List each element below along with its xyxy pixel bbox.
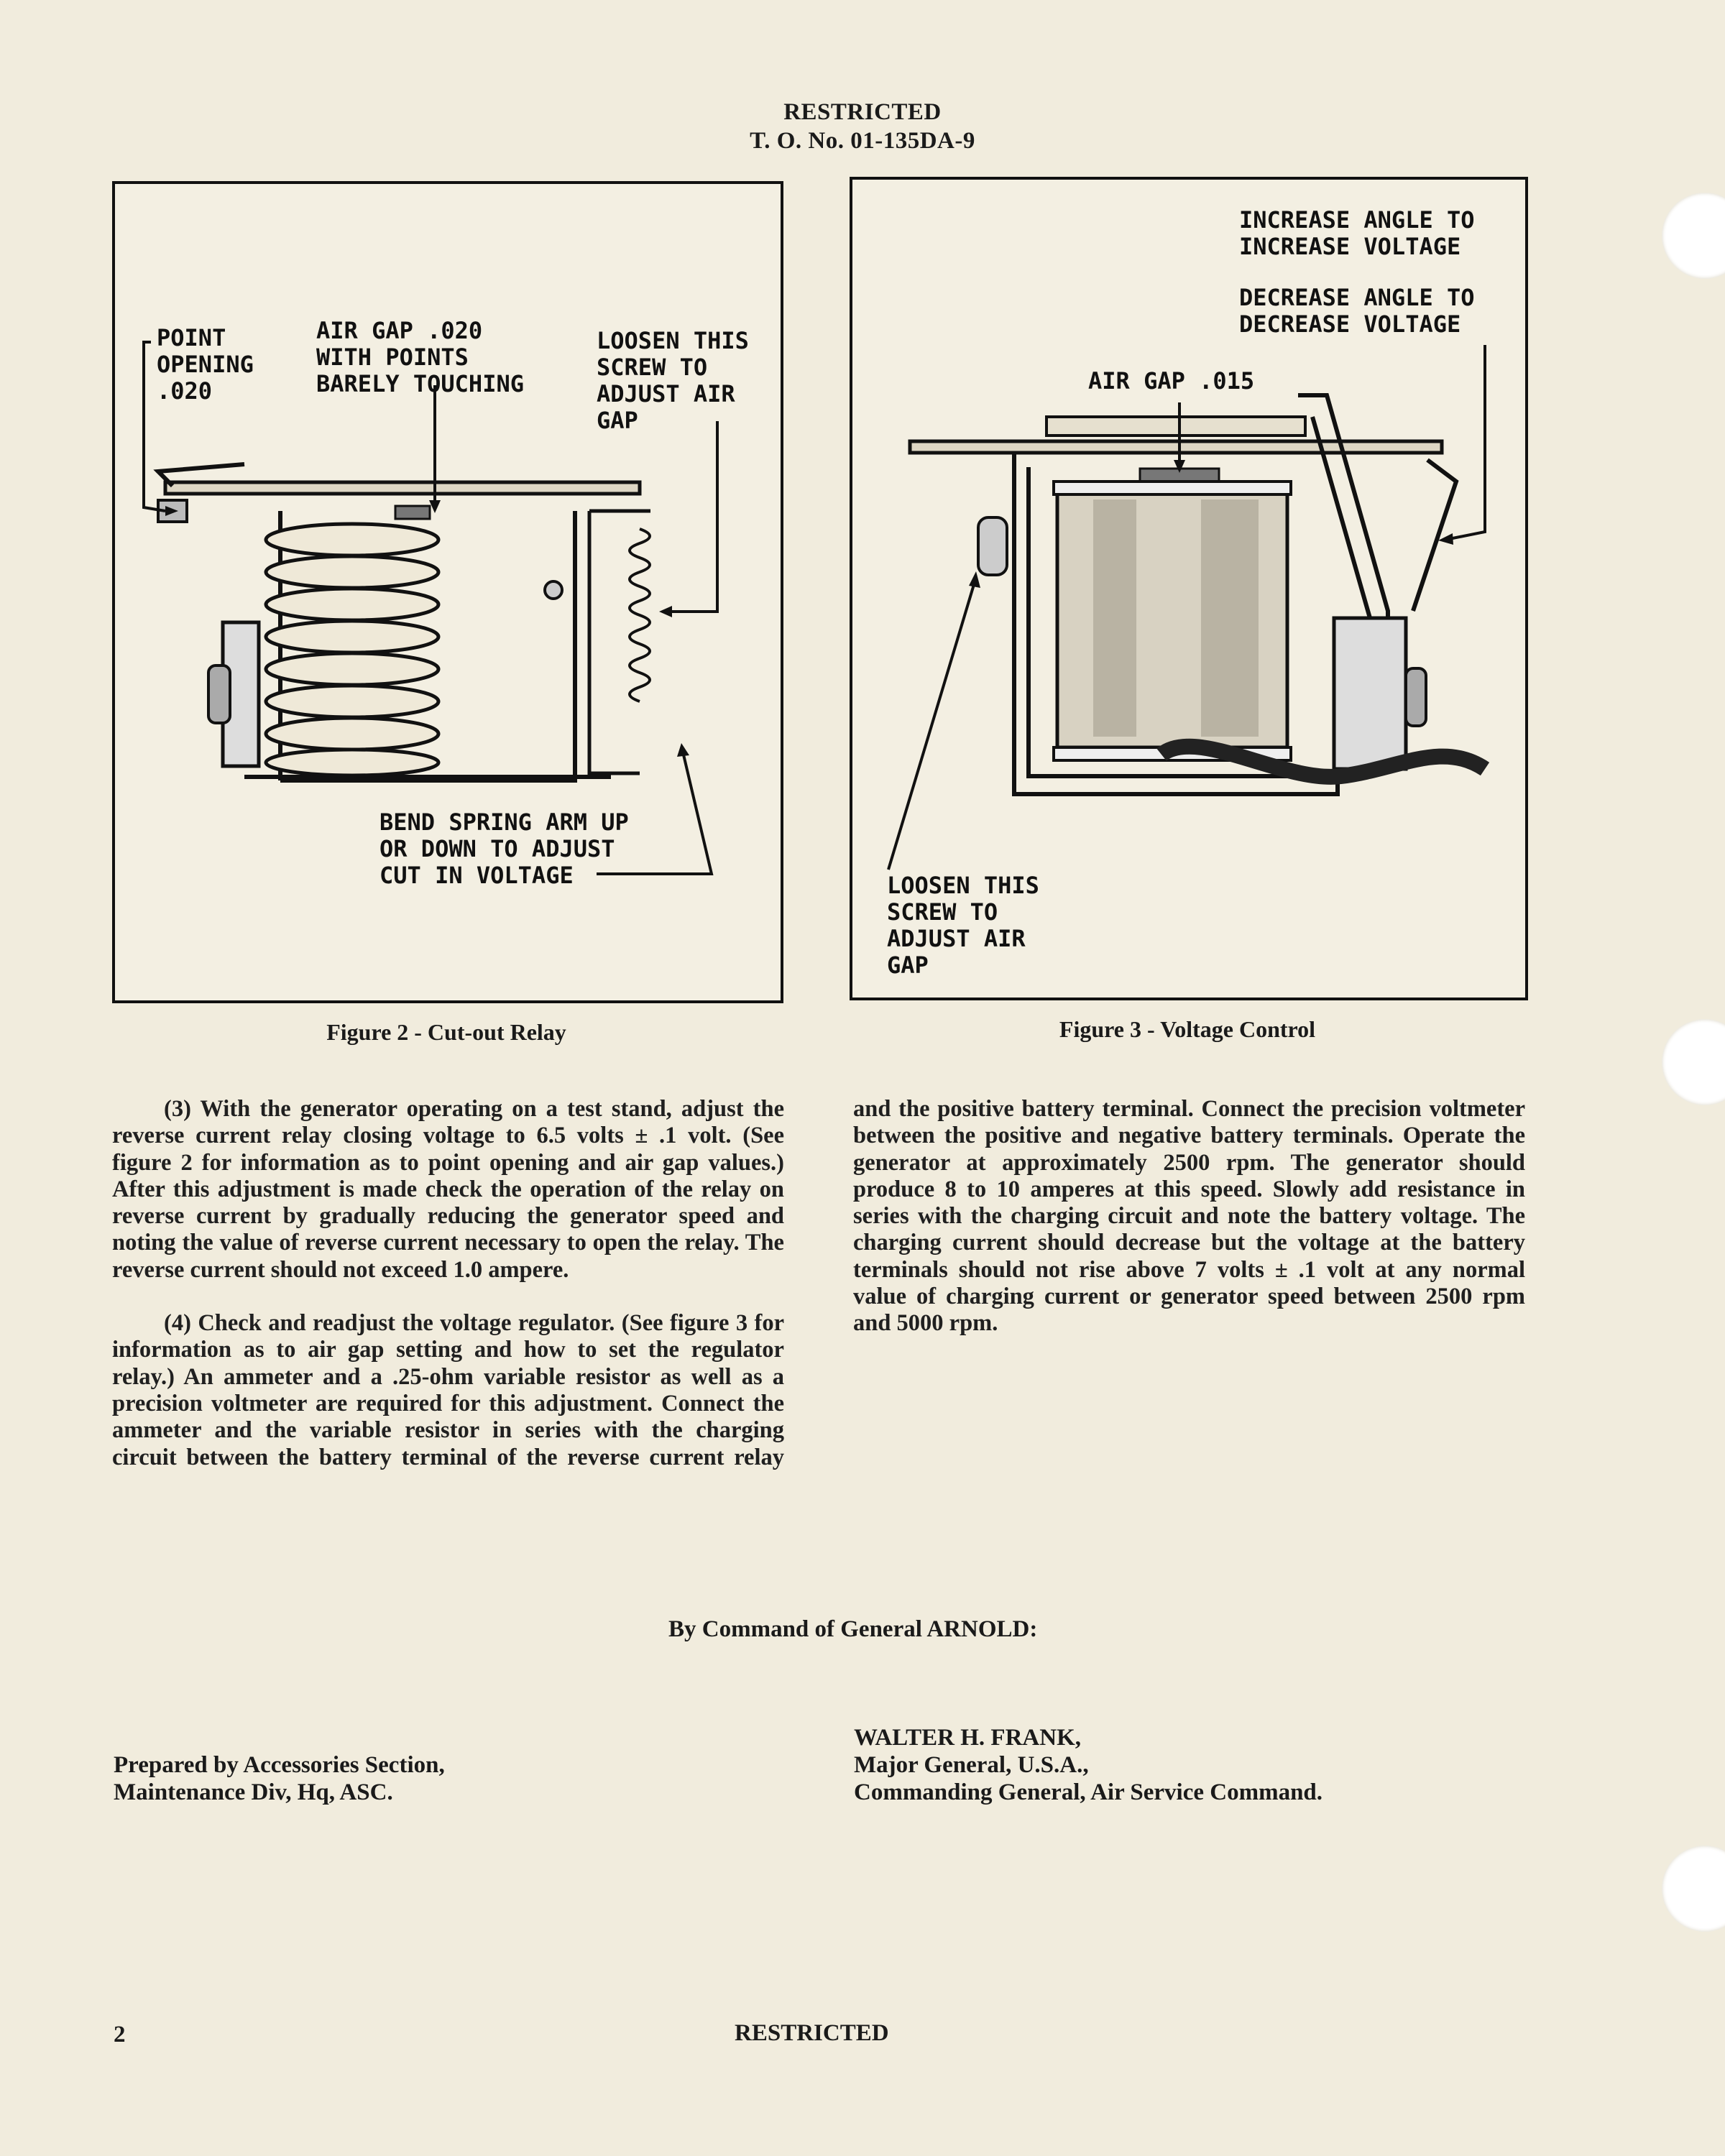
page-number: 2 — [114, 2022, 126, 2047]
header-classification: RESTRICTED — [783, 99, 942, 125]
footer-classification: RESTRICTED — [735, 2020, 889, 2046]
voltage-control-drawing — [887, 345, 1490, 870]
callout-increase-angle: INCREASE ANGLE TO INCREASE VOLTAGE — [1239, 206, 1475, 260]
signer-name: WALTER H. FRANK, — [854, 1725, 1081, 1751]
binder-hole-middle — [1662, 1019, 1725, 1105]
body-text-columns: (3) With the generator operating on a te… — [112, 1096, 1525, 1484]
callout-air-gap: AIR GAP .020 WITH POINTS BARELY TOUCHING — [316, 317, 524, 397]
figure-2-caption: Figure 2 - Cut-out Relay — [326, 1019, 566, 1045]
figure-3-caption: Figure 3 - Voltage Control — [1059, 1016, 1316, 1042]
figure-2-box: POINT OPENING .020 AIR GAP .020 WITH POI… — [112, 181, 783, 1003]
callout-loosen-screw: LOOSEN THIS SCREW TO ADJUST AIR GAP — [887, 872, 1039, 979]
callout-decrease-angle: DECREASE ANGLE TO DECREASE VOLTAGE — [1239, 284, 1475, 338]
callout-point-opening: POINT OPENING .020 — [157, 324, 254, 405]
callout-air-gap: AIR GAP .015 — [1088, 367, 1255, 395]
binder-hole-top — [1662, 193, 1725, 279]
signer-title: Commanding General, Air Service Command. — [854, 1779, 1323, 1805]
prepared-by-line-1: Prepared by Accessories Section, — [114, 1752, 445, 1778]
binder-hole-bottom — [1662, 1846, 1725, 1932]
signer-rank: Major General, U.S.A., — [854, 1752, 1089, 1778]
cut-out-relay-drawing — [142, 341, 719, 875]
header-to-number: T. O. No. 01-135DA-9 — [750, 128, 975, 154]
paragraph-3: (3) With the generator operating on a te… — [112, 1096, 784, 1283]
callout-loosen-screw: LOOSEN THIS SCREW TO ADJUST AIR GAP — [597, 327, 749, 434]
paragraph-4: (4) Check and readjust the voltage regul… — [112, 1096, 1525, 1470]
prepared-by-line-2: Maintenance Div, Hq, ASC. — [114, 1779, 393, 1805]
figure-3-box: INCREASE ANGLE TO INCREASE VOLTAGE DECRE… — [850, 177, 1528, 1000]
callout-bend-spring: BEND SPRING ARM UP OR DOWN TO ADJUST CUT… — [380, 808, 629, 889]
by-command-line: By Command of General ARNOLD: — [668, 1616, 1038, 1642]
